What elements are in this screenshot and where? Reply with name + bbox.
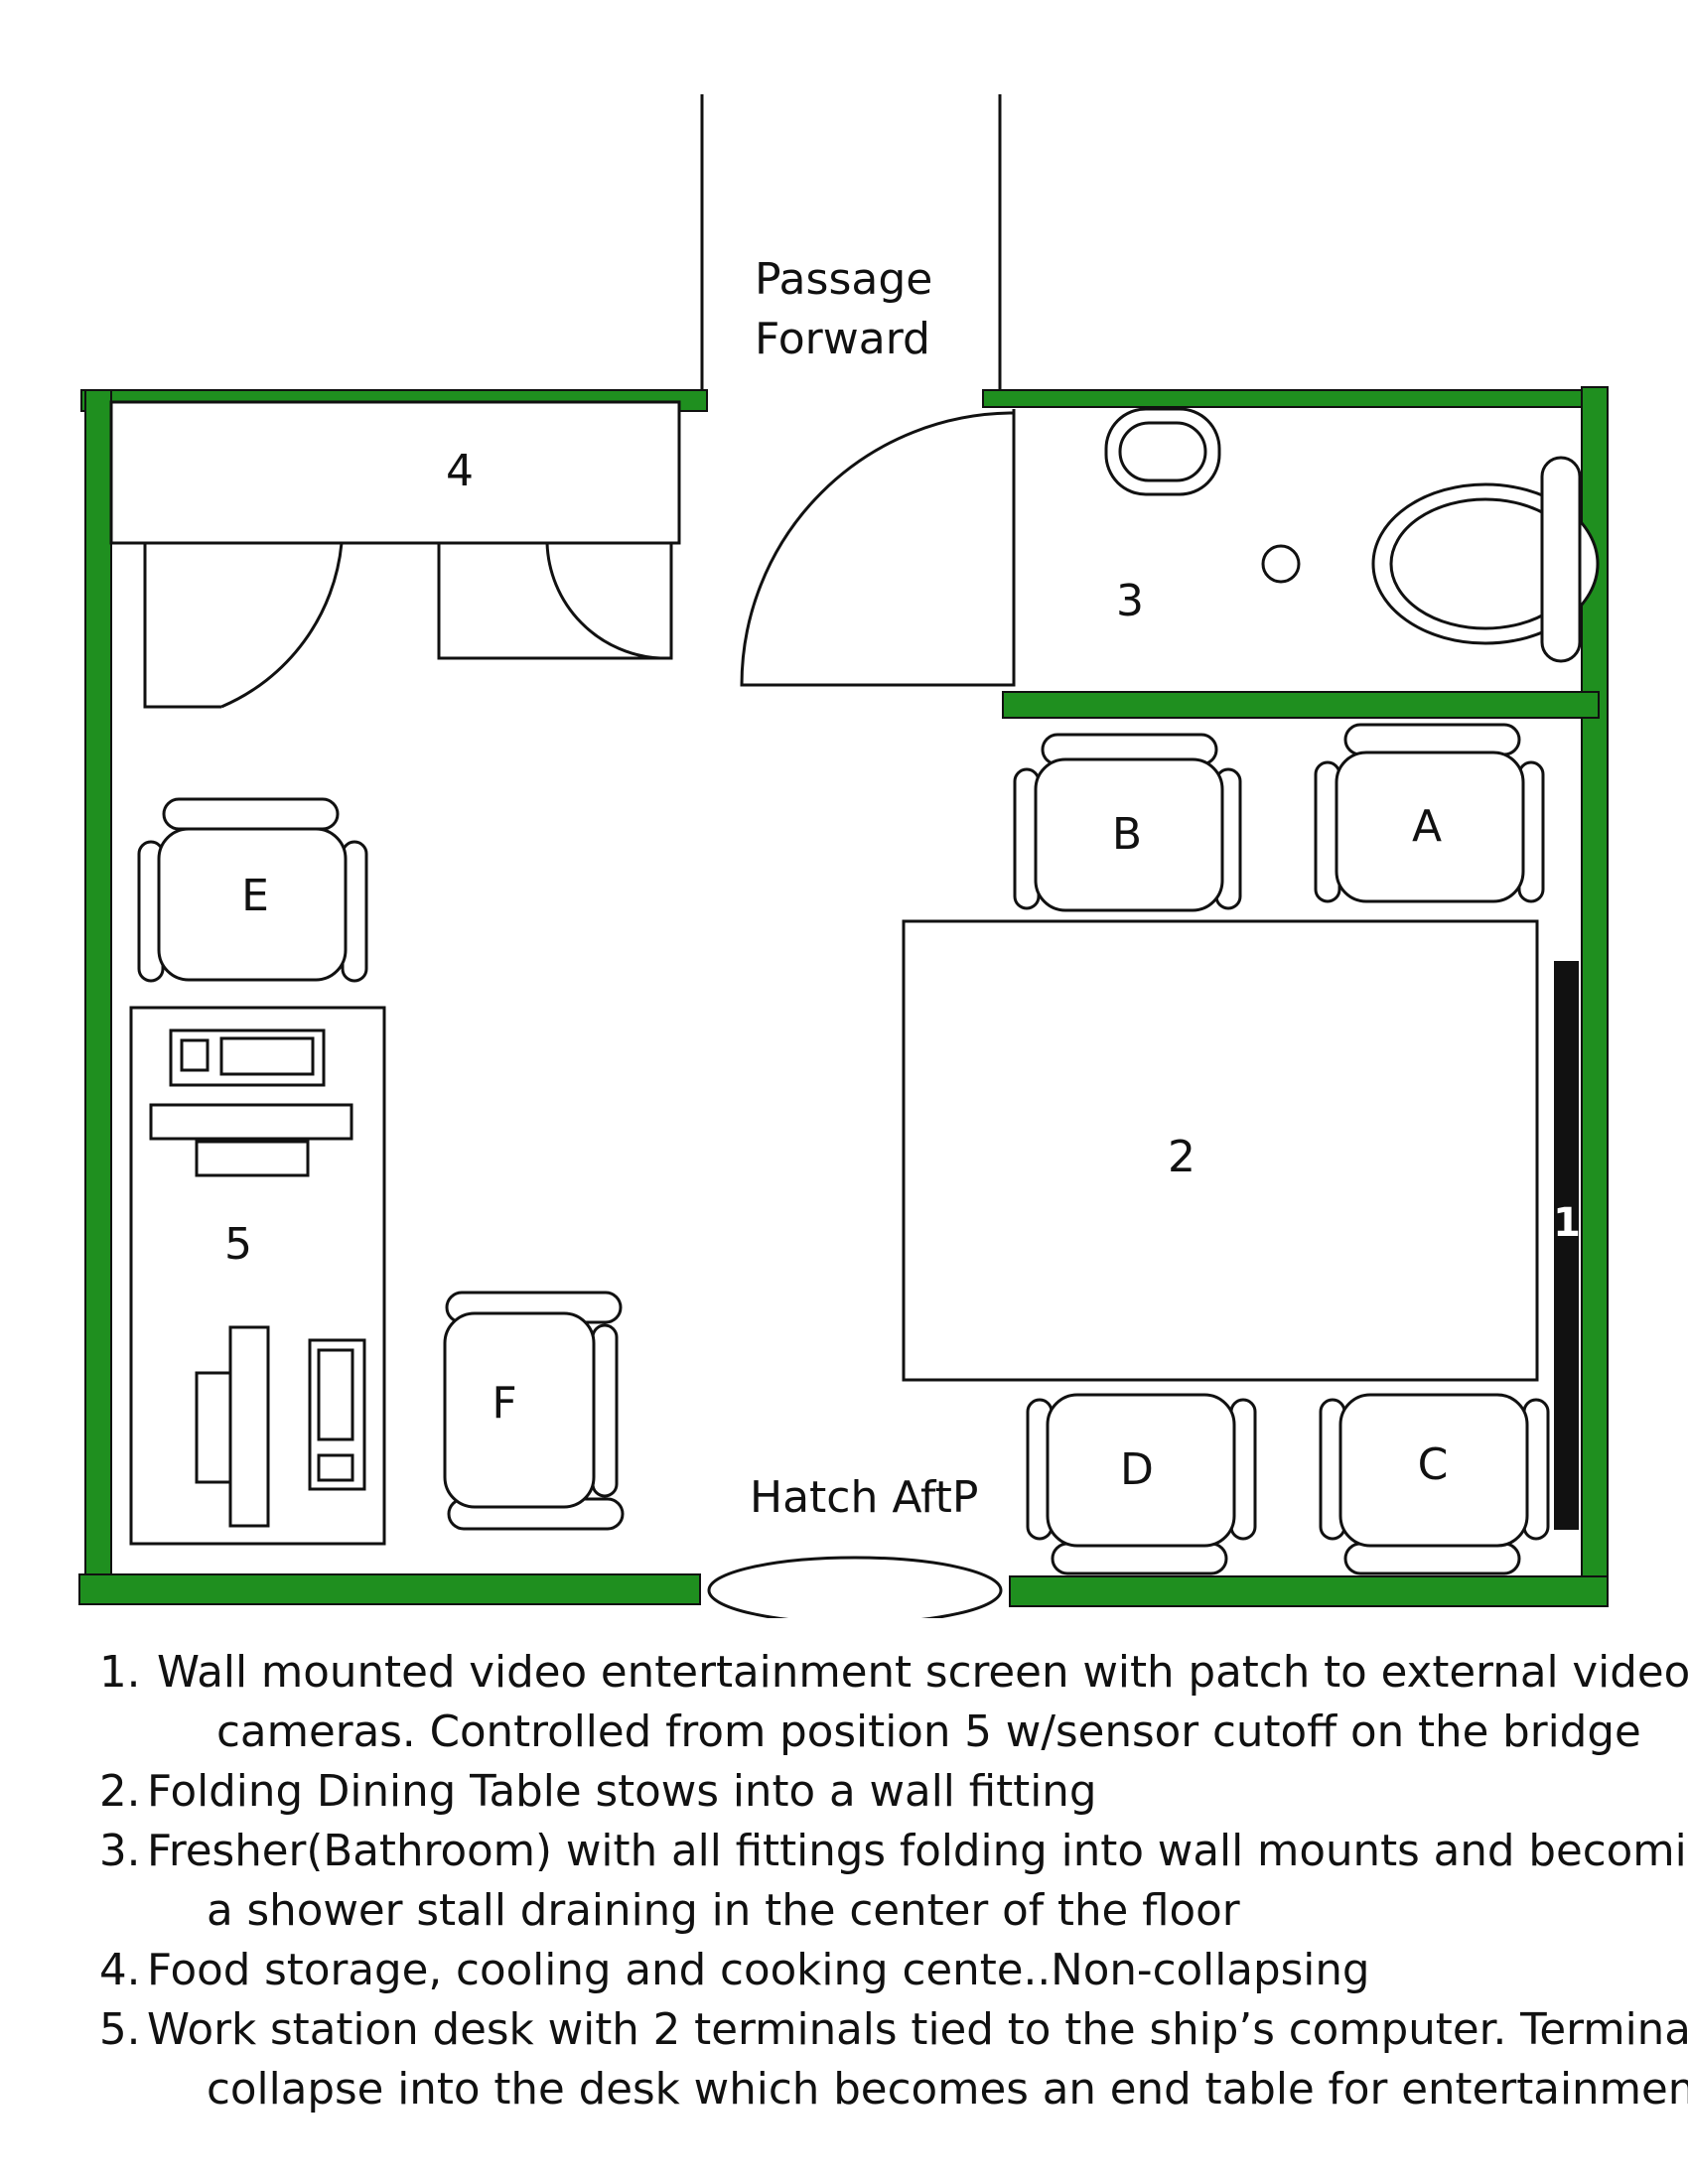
passage-label-line2: Forward <box>755 314 930 364</box>
dining-table-label: 2 <box>1168 1132 1196 1182</box>
video-screen <box>1554 961 1579 1530</box>
legend-text: Work station desk with 2 terminals tied … <box>147 2000 1688 2119</box>
chair-f-label: F <box>492 1378 516 1429</box>
food-storage-door-right <box>437 542 673 660</box>
floor-drain <box>1261 544 1301 584</box>
legend-text: Fresher(Bathroom) with all fittings fold… <box>147 1822 1688 1941</box>
terminal-2 <box>195 1325 366 1528</box>
legend-number: 1. <box>99 1648 141 1698</box>
legend-line: Folding Dining Table stows into a wall f… <box>147 1767 1097 1817</box>
legend-line: Fresher(Bathroom) with all fittings fold… <box>147 1827 1688 1876</box>
work-station-label: 5 <box>224 1219 252 1270</box>
chair-f: F <box>443 1291 625 1531</box>
legend-line-continued: cameras. Controlled from position 5 w/se… <box>216 1707 1641 1757</box>
legend-number: 3. <box>99 1827 141 1876</box>
chair-c: C <box>1319 1393 1550 1575</box>
legend-item: 4.Food storage, cooling and cooking cent… <box>99 1941 1678 2000</box>
legend-item: 3.Fresher(Bathroom) with all fittings fo… <box>99 1822 1688 1941</box>
wall-left <box>84 389 112 1585</box>
food-storage-counter <box>109 400 681 545</box>
chair-e-label: E <box>241 871 269 921</box>
passage-label-line1: Passage <box>755 254 932 305</box>
legend-text: Wall mounted video entertainment screen … <box>157 1643 1688 1762</box>
hatch-aft-label: Hatch AftP <box>750 1472 978 1523</box>
legend-number: 2. <box>99 1767 141 1817</box>
chair-e: E <box>137 797 368 983</box>
video-screen-label: 1 <box>1553 1200 1581 1246</box>
legend-line: Food storage, cooling and cooking cente.… <box>147 1946 1370 1995</box>
legend-item: 5.Work station desk with 2 terminals tie… <box>99 2000 1688 2119</box>
legend-text: Folding Dining Table stows into a wall f… <box>147 1762 1097 1822</box>
legend-line: Wall mounted video entertainment screen … <box>157 1648 1688 1698</box>
legend-number: 4. <box>99 1946 141 1995</box>
dining-table <box>902 919 1539 1382</box>
legend-list: 1. Wall mounted video entertainment scree… <box>99 1643 1688 2119</box>
chair-d: D <box>1026 1393 1257 1575</box>
legend-text: Food storage, cooling and cooking cente.… <box>147 1941 1370 2000</box>
wall-bottom-left <box>78 1573 701 1605</box>
food-storage-label: 4 <box>446 446 474 496</box>
legend-line-continued: collapse into the desk which becomes an … <box>207 2065 1688 2115</box>
fresher-wall <box>1002 691 1600 719</box>
chair-c-label: C <box>1418 1439 1449 1490</box>
legend-line: Work station desk with 2 terminals tied … <box>147 2005 1688 2055</box>
chair-a-label: A <box>1412 801 1442 852</box>
chair-a: A <box>1314 723 1545 903</box>
legend-line-continued: a shower stall draining in the center of… <box>207 1886 1240 1936</box>
legend-item: 1. Wall mounted video entertainment scree… <box>99 1643 1688 1762</box>
fresher-label: 3 <box>1116 576 1144 626</box>
hatch-aft <box>707 1556 1003 1618</box>
chair-b: B <box>1013 733 1242 912</box>
terminal-1 <box>149 1028 353 1177</box>
legend-item: 2.Folding Dining Table stows into a wall… <box>99 1762 1678 1822</box>
legend-number: 5. <box>99 2005 141 2055</box>
wall-bottom-right <box>1009 1575 1609 1607</box>
sink-inner <box>1118 421 1207 482</box>
floor-plan: Passage Forward 4 3 2 1 A B <box>78 94 1609 1618</box>
food-storage-door-left <box>143 542 344 709</box>
chair-d-label: D <box>1120 1444 1154 1495</box>
entry-door <box>740 409 1016 687</box>
toilet-tank <box>1540 456 1582 663</box>
chair-b-label: B <box>1112 809 1142 860</box>
wall-top-right <box>982 389 1608 408</box>
